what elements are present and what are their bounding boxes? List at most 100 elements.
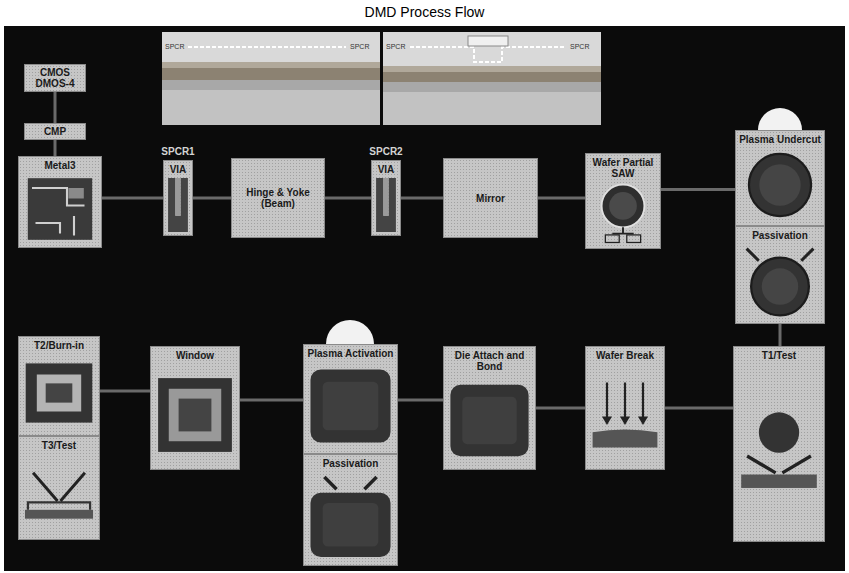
process-box: SPCR2VIA xyxy=(371,160,401,236)
process-box: Window xyxy=(150,346,240,470)
box-title: T2/Burn-in xyxy=(34,340,84,351)
flow-line xyxy=(54,140,57,156)
metal-part xyxy=(32,188,85,236)
process-box: T1/Test xyxy=(733,346,825,542)
flow-line xyxy=(325,197,371,200)
box-title: Hinge & Yoke (Beam) xyxy=(235,187,321,209)
backdrop-shape xyxy=(383,92,601,125)
via-part xyxy=(168,178,188,232)
box-title: VIA xyxy=(170,164,187,175)
frame-part xyxy=(26,363,93,422)
rect-part xyxy=(450,385,528,456)
rect-part xyxy=(462,397,516,445)
frame-icon xyxy=(22,354,96,432)
process-box: Wafer Partial SAW xyxy=(585,153,661,249)
backdrop-shape xyxy=(383,66,601,72)
flow-line xyxy=(401,197,443,200)
process-box: T3/Test xyxy=(18,436,100,540)
saw-part xyxy=(627,235,641,243)
box-title: CMOS DMOS-4 xyxy=(28,67,82,89)
process-box: CMOS DMOS-4 xyxy=(24,64,86,92)
saw-part xyxy=(609,192,637,220)
disc2-icon xyxy=(739,244,821,320)
rect-part xyxy=(310,369,390,442)
via-part xyxy=(376,178,396,232)
process-box: Mirror xyxy=(443,158,538,238)
rect-part xyxy=(323,382,379,431)
step-label: SPCR2 xyxy=(369,146,402,157)
brk-part xyxy=(607,383,643,420)
saw-icon xyxy=(589,182,657,245)
disc2-part xyxy=(762,268,798,304)
process-box: CMP xyxy=(24,123,86,140)
plasma-dome xyxy=(758,108,802,130)
backdrop-shape xyxy=(162,80,380,90)
box-title: Passivation xyxy=(752,230,808,241)
flow-line xyxy=(538,197,585,200)
box-title: Passivation xyxy=(323,458,379,469)
process-box: Plasma Undercut xyxy=(735,130,825,226)
disc-icon xyxy=(739,148,821,222)
box-title: Die Attach and Bond xyxy=(447,350,532,372)
probe-icon xyxy=(22,454,96,536)
process-box: Passivation xyxy=(735,226,825,324)
disc2-part xyxy=(751,258,809,316)
via-part xyxy=(383,178,388,216)
rect-icon xyxy=(307,362,394,450)
backdrop-shape xyxy=(383,82,601,92)
via-icon xyxy=(167,178,189,232)
flow-line xyxy=(661,188,735,191)
box-title: Plasma Undercut xyxy=(739,134,821,145)
box-title: Wafer Partial SAW xyxy=(589,157,657,179)
rect2-part xyxy=(323,503,379,547)
brk-part xyxy=(602,416,648,425)
process-box: SPCR1VIA xyxy=(163,160,193,236)
process-box: Wafer Break xyxy=(585,346,665,470)
window-part xyxy=(158,378,232,452)
flow-line xyxy=(665,407,733,410)
backdrop-shape xyxy=(383,72,601,82)
disc-part xyxy=(759,164,800,205)
flow-line xyxy=(100,390,150,393)
flow-line xyxy=(398,399,443,402)
layer-label: SPCR xyxy=(165,43,184,51)
brk-icon xyxy=(589,364,661,466)
test1-icon xyxy=(737,364,821,538)
probe-part xyxy=(33,473,85,501)
box-title: T1/Test xyxy=(762,350,796,361)
rect2-part xyxy=(310,493,390,557)
metal-part xyxy=(28,178,92,240)
disc2-part xyxy=(747,249,814,261)
cross-section-right xyxy=(383,32,601,125)
test1-part xyxy=(747,456,811,473)
step-label: SPCR1 xyxy=(161,146,194,157)
backdrop-shape xyxy=(162,90,380,125)
rect2-part xyxy=(324,477,376,489)
saw-part xyxy=(605,235,619,243)
frame-part xyxy=(46,383,73,402)
process-box: Passivation xyxy=(303,454,398,566)
backdrop-shape xyxy=(188,46,346,48)
backdrop-shape xyxy=(162,32,380,125)
box-title: VIA xyxy=(378,164,395,175)
box-title: Plasma Activation xyxy=(308,348,394,359)
probe-part xyxy=(25,510,93,519)
process-box: Hinge & Yoke (Beam) xyxy=(231,158,325,238)
test1-part xyxy=(759,412,799,452)
process-box: Metal3 xyxy=(18,156,102,248)
box-title: T3/Test xyxy=(42,440,76,451)
window-part xyxy=(179,399,212,432)
via-part xyxy=(175,178,180,216)
probe-part xyxy=(28,502,90,509)
layer-label: SPCR xyxy=(350,43,369,51)
box-title: Wafer Break xyxy=(596,350,654,361)
backdrop-shape xyxy=(468,36,508,46)
backdrop-shape xyxy=(162,62,380,68)
backdrop-shape xyxy=(410,47,566,62)
layer-label: SPCR xyxy=(386,43,405,51)
flow-line xyxy=(193,197,231,200)
box-title: Mirror xyxy=(476,193,505,204)
